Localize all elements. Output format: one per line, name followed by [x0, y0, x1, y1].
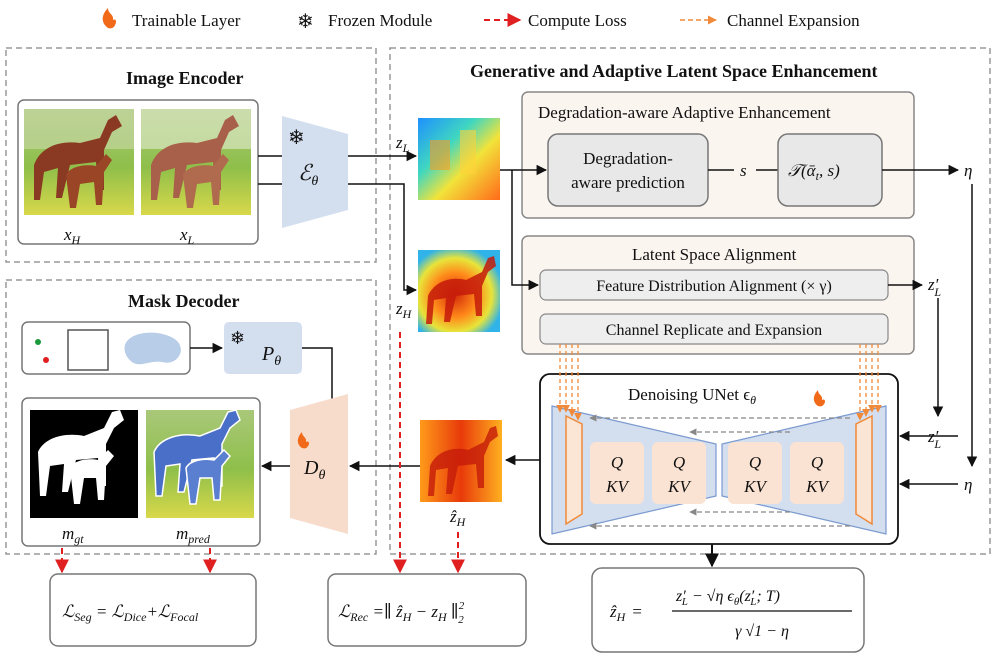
channel-expansion-arrows	[556, 344, 882, 421]
qkv-block-4	[790, 442, 844, 504]
zl-prime-label-unet: z′L	[927, 427, 941, 451]
svg-text:KV: KV	[743, 477, 768, 496]
legend-expansion-label: Channel Expansion	[727, 11, 860, 30]
point-prompt-positive	[35, 339, 41, 345]
daae-title: Degradation-aware Adaptive Enhancement	[538, 103, 831, 122]
lsa-title: Latent Space Alignment	[632, 245, 797, 264]
unet-output-expansion-layer	[855, 414, 873, 526]
fda-label: Feature Distribution Alignment (× γ)	[596, 278, 832, 295]
seg-loss-box	[49, 573, 257, 647]
mask-decoder-border	[5, 279, 377, 555]
latent-zhat: ẑH	[420, 420, 502, 529]
snowflake-icon: ❄	[297, 11, 314, 33]
zl-label: zL	[395, 133, 410, 155]
xl-label: xL	[179, 225, 195, 247]
seg-loss: ℒSeg = ℒDice+ℒFocal	[49, 573, 257, 647]
ground-truth-mask	[30, 410, 138, 518]
image-encoder-border	[5, 47, 377, 263]
box-prompt	[67, 329, 109, 371]
image-encoder-block	[282, 116, 348, 228]
qkv-block-2	[652, 442, 706, 504]
image-encoder-title: Image Encoder	[126, 68, 243, 88]
formula-numerator: z′L − √η ϵθ(z′L; T)	[675, 588, 780, 608]
loss-arrows	[55, 332, 465, 574]
prompt-encoder-symbol: Pθ	[261, 343, 281, 369]
snowflake-icon: ❄	[230, 328, 245, 348]
mask-decoder-symbol: Dθ	[303, 457, 325, 483]
glase-panel: Generative and Adaptive Latent Space Enh…	[389, 47, 991, 568]
input-image-low	[141, 109, 251, 215]
glase-border	[389, 47, 991, 555]
fire-icon	[102, 8, 117, 29]
encoder-symbol: ℰθ	[298, 160, 318, 189]
point-prompt-negative	[43, 357, 49, 363]
input-image-high	[24, 109, 134, 215]
formula-box	[591, 567, 865, 653]
eta-label: η	[964, 161, 972, 180]
svg-text:KV: KV	[605, 477, 630, 496]
svg-text:Q: Q	[673, 453, 685, 472]
legend-loss-label: Compute Loss	[528, 11, 627, 30]
image-encoder-panel: Image Encoder xH xL ❄ ℰθ	[5, 47, 377, 263]
qkv-block-3	[728, 442, 782, 504]
degradation-prediction-box	[547, 133, 709, 207]
glase-title: Generative and Adaptive Latent Space Enh…	[470, 61, 878, 81]
eta-label-unet: η	[964, 475, 972, 494]
unet-title: Denoising UNet ϵθ	[628, 385, 756, 407]
xh-label: xH	[63, 225, 82, 247]
mask-prompt	[124, 332, 181, 365]
formula-denominator: γ √1 − η	[735, 623, 789, 640]
cre-label: Channel Replicate and Expansion	[606, 322, 822, 339]
mgt-label: mgt	[62, 524, 84, 546]
fire-icon	[297, 432, 310, 449]
legend: Trainable Layer ❄ Frozen Module Compute …	[102, 8, 860, 33]
predicted-mask	[146, 409, 254, 518]
s-label: s	[740, 161, 747, 180]
degradation-prediction-line2: aware prediction	[571, 173, 685, 192]
fire-icon	[813, 390, 826, 407]
latent-zh: zH	[395, 250, 500, 332]
svg-text:Q: Q	[611, 453, 623, 472]
unet-input-expansion-layer	[565, 414, 583, 526]
flow-arrows	[348, 150, 548, 472]
rec-loss-box	[327, 573, 527, 647]
legend-frozen-label: Frozen Module	[328, 11, 432, 30]
zhat-label: ẑH	[449, 507, 467, 529]
t-function-label: 𝒯(ᾱt, s)	[788, 161, 840, 183]
snowflake-icon: ❄	[288, 127, 305, 149]
cre-box	[539, 313, 889, 345]
svg-text:Q: Q	[749, 453, 761, 472]
svg-text:KV: KV	[805, 477, 830, 496]
mask-decoder-panel: Mask Decoder ❄ Pθ mgt mpred Dθ	[5, 279, 377, 555]
svg-text:Q: Q	[811, 453, 823, 472]
mpred-label: mpred	[176, 524, 211, 546]
legend-trainable-label: Trainable Layer	[132, 11, 241, 30]
zh-label: zH	[395, 299, 413, 321]
seg-loss-equation: ℒSeg = ℒDice+ℒFocal	[62, 602, 199, 624]
prompt-encoder-block	[224, 322, 302, 374]
zhat-formula: ẑH= z′L − √η ϵθ(z′L; T) γ √1 − η	[591, 567, 865, 653]
zl-prime-label-top: z′L	[927, 275, 941, 299]
degradation-prediction-line1: Degradation-	[583, 149, 673, 168]
mask-decoder-title: Mask Decoder	[128, 291, 239, 311]
latent-zl: zL	[395, 118, 500, 200]
formula-lhs: ẑH=	[609, 602, 643, 624]
svg-text:KV: KV	[667, 477, 692, 496]
mask-decoder-block	[290, 394, 348, 534]
qkv-block-1	[590, 442, 644, 504]
